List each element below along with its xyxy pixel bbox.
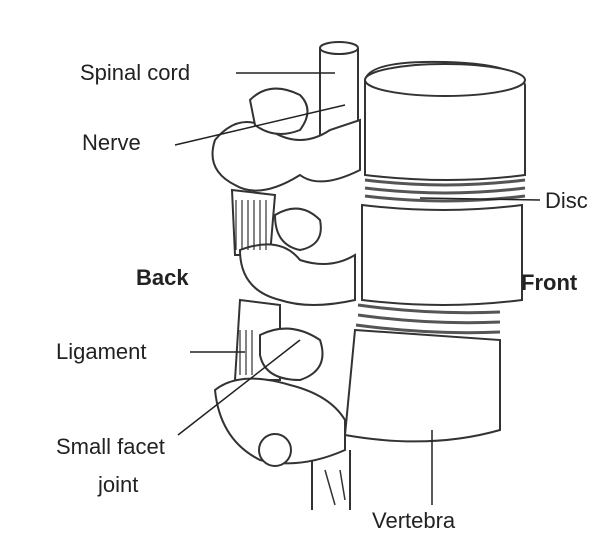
label-front: Front bbox=[521, 270, 578, 295]
ligament-shapes bbox=[235, 200, 267, 375]
label-disc: Disc bbox=[545, 188, 588, 213]
label-vertebra: Vertebra bbox=[372, 508, 456, 533]
label-small-facet: Small facet bbox=[56, 434, 165, 459]
label-spinal-cord: Spinal cord bbox=[80, 60, 191, 85]
vertebra-bodies bbox=[343, 60, 526, 443]
posterior-elements bbox=[211, 87, 361, 467]
leader-lines bbox=[174, 72, 541, 505]
label-ligament: Ligament bbox=[56, 339, 147, 364]
label-nerve: Nerve bbox=[82, 130, 141, 155]
disc-shapes bbox=[355, 178, 526, 335]
label-joint: joint bbox=[98, 472, 139, 497]
label-back: Back bbox=[136, 265, 189, 290]
